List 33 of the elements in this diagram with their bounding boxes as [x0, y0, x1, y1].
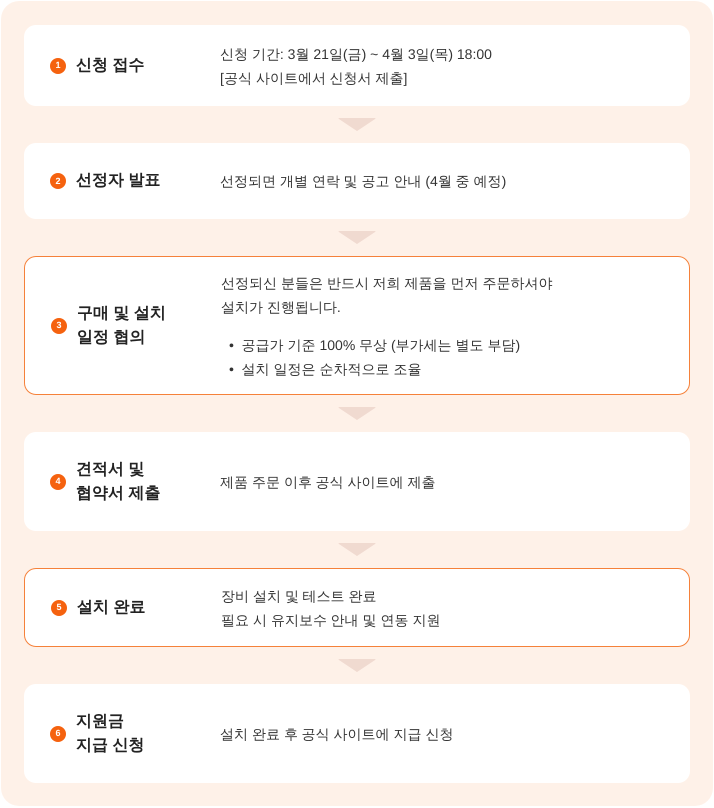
step-title: 지원금 지급 신청	[76, 712, 146, 756]
step-description: 설치 완료 후 공식 사이트에 지급 신청	[220, 724, 454, 744]
step-card	[24, 143, 690, 219]
step-card	[24, 256, 690, 395]
arrow	[338, 543, 376, 556]
step-title: 신청 접수	[76, 56, 144, 76]
arrow	[338, 231, 376, 244]
step-description: 신청 기간: 3월 21일(금) ~ 4월 3일(목) 18:00	[220, 44, 492, 64]
step-description: 선정되면 개별 연락 및 공고 안내 (4월 중 예정)	[220, 172, 506, 191]
step-card	[24, 25, 690, 106]
arrow	[338, 407, 376, 420]
step-card	[24, 684, 690, 783]
step-number: 3	[51, 318, 67, 334]
step-description: 장비 설치 및 테스트 완료	[221, 586, 377, 606]
arrow	[338, 118, 376, 131]
step-description: 선정되신 분들은 반드시 저희 제품을 먼저 주문하셔야 설치가 진행됩니다.	[221, 274, 554, 316]
bullet-item: • 공급가 기준 100% 무상 (부가세는 별도 부담)	[229, 336, 520, 355]
arrow	[338, 659, 376, 672]
step-card	[24, 568, 690, 647]
step-title: 견적서 및 협약서 제출	[76, 460, 162, 504]
step-description: 필요 시 유지보수 안내 및 연동 지원	[221, 610, 440, 630]
step-title: 구매 및 설치 일정 협의	[77, 304, 167, 348]
step-card	[24, 432, 690, 531]
step-number: 4	[50, 474, 66, 490]
step-title: 설치 완료	[77, 598, 146, 618]
step-description: 제품 주문 이후 공식 사이트에 제출	[220, 472, 436, 492]
step-number: 1	[50, 58, 66, 74]
bullet-item: • 설치 일정은 순차적으로 조율	[229, 360, 422, 378]
step-title: 선정자 발표	[76, 171, 160, 191]
step-number: 6	[50, 726, 66, 742]
step-number: 5	[51, 600, 67, 616]
step-number: 2	[50, 173, 66, 189]
step-description: [공식 사이트에서 신청서 제출]	[220, 68, 408, 88]
